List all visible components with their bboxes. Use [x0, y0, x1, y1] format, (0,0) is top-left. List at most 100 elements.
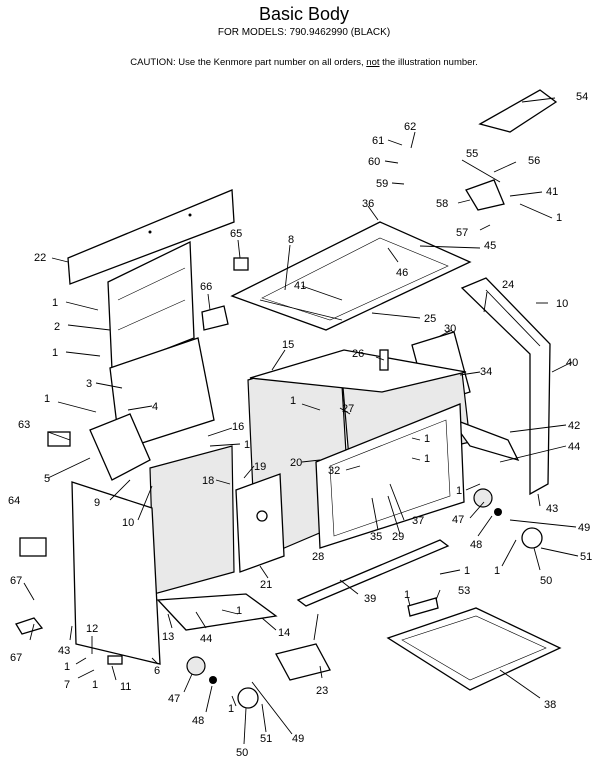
callout-36: 36 — [362, 198, 374, 210]
callout-1-p: 1 — [228, 703, 234, 715]
leader-lines — [23, 97, 579, 745]
callout-67-bottom: 67 — [10, 652, 22, 664]
callout-1-e: 1 — [44, 393, 50, 405]
callout-47-lower: 47 — [168, 693, 180, 705]
callout-15: 15 — [282, 339, 294, 351]
callout-50-upper: 50 — [540, 575, 552, 587]
part-48-upper — [494, 508, 502, 516]
models-subtitle: FOR MODELS: 790.9462990 (BLACK) — [217, 27, 391, 38]
part-58 — [465, 179, 505, 211]
callout-1-m: 1 — [236, 605, 242, 617]
callout-28: 28 — [312, 551, 324, 563]
callout-44-left: 44 — [200, 633, 212, 645]
callout-18: 18 — [202, 475, 214, 487]
callout-29: 29 — [392, 531, 404, 543]
part-67 — [15, 617, 44, 635]
callout-44-right: 44 — [568, 441, 580, 453]
callout-10-right: 10 — [556, 298, 568, 310]
callout-35: 35 — [370, 531, 382, 543]
callout-34: 34 — [480, 366, 492, 378]
callout-43-right: 43 — [546, 503, 558, 515]
part-50-lower — [237, 687, 259, 709]
callout-32: 32 — [328, 465, 340, 477]
callout-54: 54 — [576, 91, 588, 103]
part-65 — [233, 257, 249, 271]
callout-10-left: 10 — [122, 517, 134, 529]
caution-prefix: CAUTION: Use the Kenmore part number on … — [130, 57, 367, 68]
callout-27: 27 — [342, 403, 354, 415]
callout-19: 19 — [254, 461, 266, 473]
callout-43-left: 43 — [58, 645, 70, 657]
part-back-trim — [67, 189, 235, 285]
part-54 — [478, 89, 558, 133]
callout-39: 39 — [364, 593, 376, 605]
part-top-panel — [230, 221, 472, 331]
callout-30: 30 — [444, 323, 456, 335]
callout-24: 24 — [502, 279, 514, 291]
callout-48-upper: 48 — [470, 539, 482, 551]
part-23 — [275, 643, 331, 681]
callout-13: 13 — [162, 631, 174, 643]
part-4 — [89, 413, 151, 481]
callout-1-l: 1 — [404, 589, 410, 601]
callout-8: 8 — [288, 234, 294, 246]
callout-1-o: 1 — [92, 679, 98, 691]
callout-65: 65 — [230, 228, 242, 240]
callout-50-lower: 50 — [236, 747, 248, 759]
callout-58: 58 — [436, 198, 448, 210]
part-11 — [107, 655, 123, 665]
callout-41-top: 41 — [546, 186, 558, 198]
callout-60: 60 — [368, 156, 380, 168]
callout-16: 16 — [232, 421, 244, 433]
callout-1-j: 1 — [494, 565, 500, 577]
callout-56: 56 — [528, 155, 540, 167]
callout-7: 7 — [64, 679, 70, 691]
callout-53: 53 — [458, 585, 470, 597]
callout-59: 59 — [376, 178, 388, 190]
diagram-title: Basic Body — [258, 4, 350, 24]
callout-1-b: 1 — [52, 297, 58, 309]
callout-2: 2 — [54, 321, 60, 333]
part-47-upper — [473, 488, 493, 508]
part-18 — [149, 445, 235, 595]
part-14 — [156, 593, 278, 631]
callout-49-lower: 49 — [292, 733, 304, 745]
callout-38: 38 — [544, 699, 556, 711]
callout-23: 23 — [316, 685, 328, 697]
callout-21: 21 — [260, 579, 272, 591]
callout-20: 20 — [290, 457, 302, 469]
part-66 — [201, 305, 229, 331]
callout-40: 40 — [566, 357, 578, 369]
callout-1-d: 1 — [290, 395, 296, 407]
callout-41-mid: 41 — [294, 280, 306, 292]
callout-1-h: 1 — [424, 453, 430, 465]
callout-22: 22 — [34, 252, 46, 264]
callout-57: 57 — [456, 227, 468, 239]
part-front-panel — [71, 481, 161, 665]
part-50-upper — [521, 527, 543, 549]
callout-51-lower: 51 — [260, 733, 272, 745]
callout-45: 45 — [484, 240, 496, 252]
callout-67-top: 67 — [10, 575, 22, 587]
callout-1-i: 1 — [456, 485, 462, 497]
callout-49-upper: 49 — [578, 522, 590, 534]
part-right-frame — [460, 277, 551, 496]
callout-46: 46 — [396, 267, 408, 279]
callout-1-n: 1 — [64, 661, 70, 673]
parts-drawing — [15, 89, 562, 709]
callout-1-k: 1 — [464, 565, 470, 577]
callout-25: 25 — [424, 313, 436, 325]
part-oven-door-frame — [315, 403, 465, 549]
callout-1-f: 1 — [244, 439, 250, 451]
callout-64: 64 — [8, 495, 20, 507]
callout-26: 26 — [352, 348, 364, 360]
part-63 — [47, 431, 71, 447]
callout-labels: 54 62 61 55 56 60 59 41 58 1 36 57 45 65… — [8, 91, 592, 759]
part-53 — [407, 597, 439, 617]
part-window-frame — [235, 473, 285, 573]
callout-11: 11 — [120, 681, 131, 693]
callout-1-c: 1 — [52, 347, 58, 359]
callout-3: 3 — [86, 378, 92, 390]
part-39 — [296, 539, 450, 607]
